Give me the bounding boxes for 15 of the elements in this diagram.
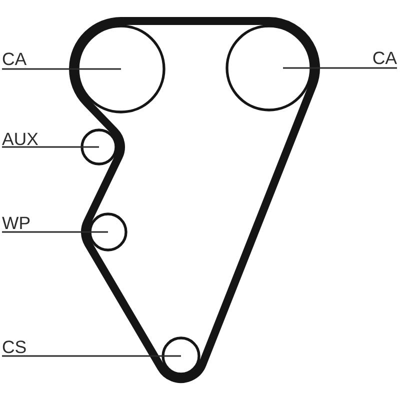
pulley-label: CS bbox=[2, 340, 26, 354]
pulley bbox=[226, 24, 312, 112]
pulley bbox=[162, 336, 200, 376]
pulley bbox=[76, 24, 166, 114]
pulley-label: AUX bbox=[2, 132, 38, 146]
pulley bbox=[88, 212, 128, 252]
leader-line bbox=[2, 68, 121, 70]
leader-line bbox=[2, 146, 99, 148]
pulley-label: CA bbox=[373, 52, 397, 64]
leader-line bbox=[2, 355, 181, 357]
pulley-label: CA bbox=[2, 52, 27, 66]
leader-line bbox=[283, 67, 398, 69]
pulley-label: WP bbox=[2, 216, 30, 229]
leader-line bbox=[2, 231, 108, 233]
pulley bbox=[80, 128, 118, 166]
